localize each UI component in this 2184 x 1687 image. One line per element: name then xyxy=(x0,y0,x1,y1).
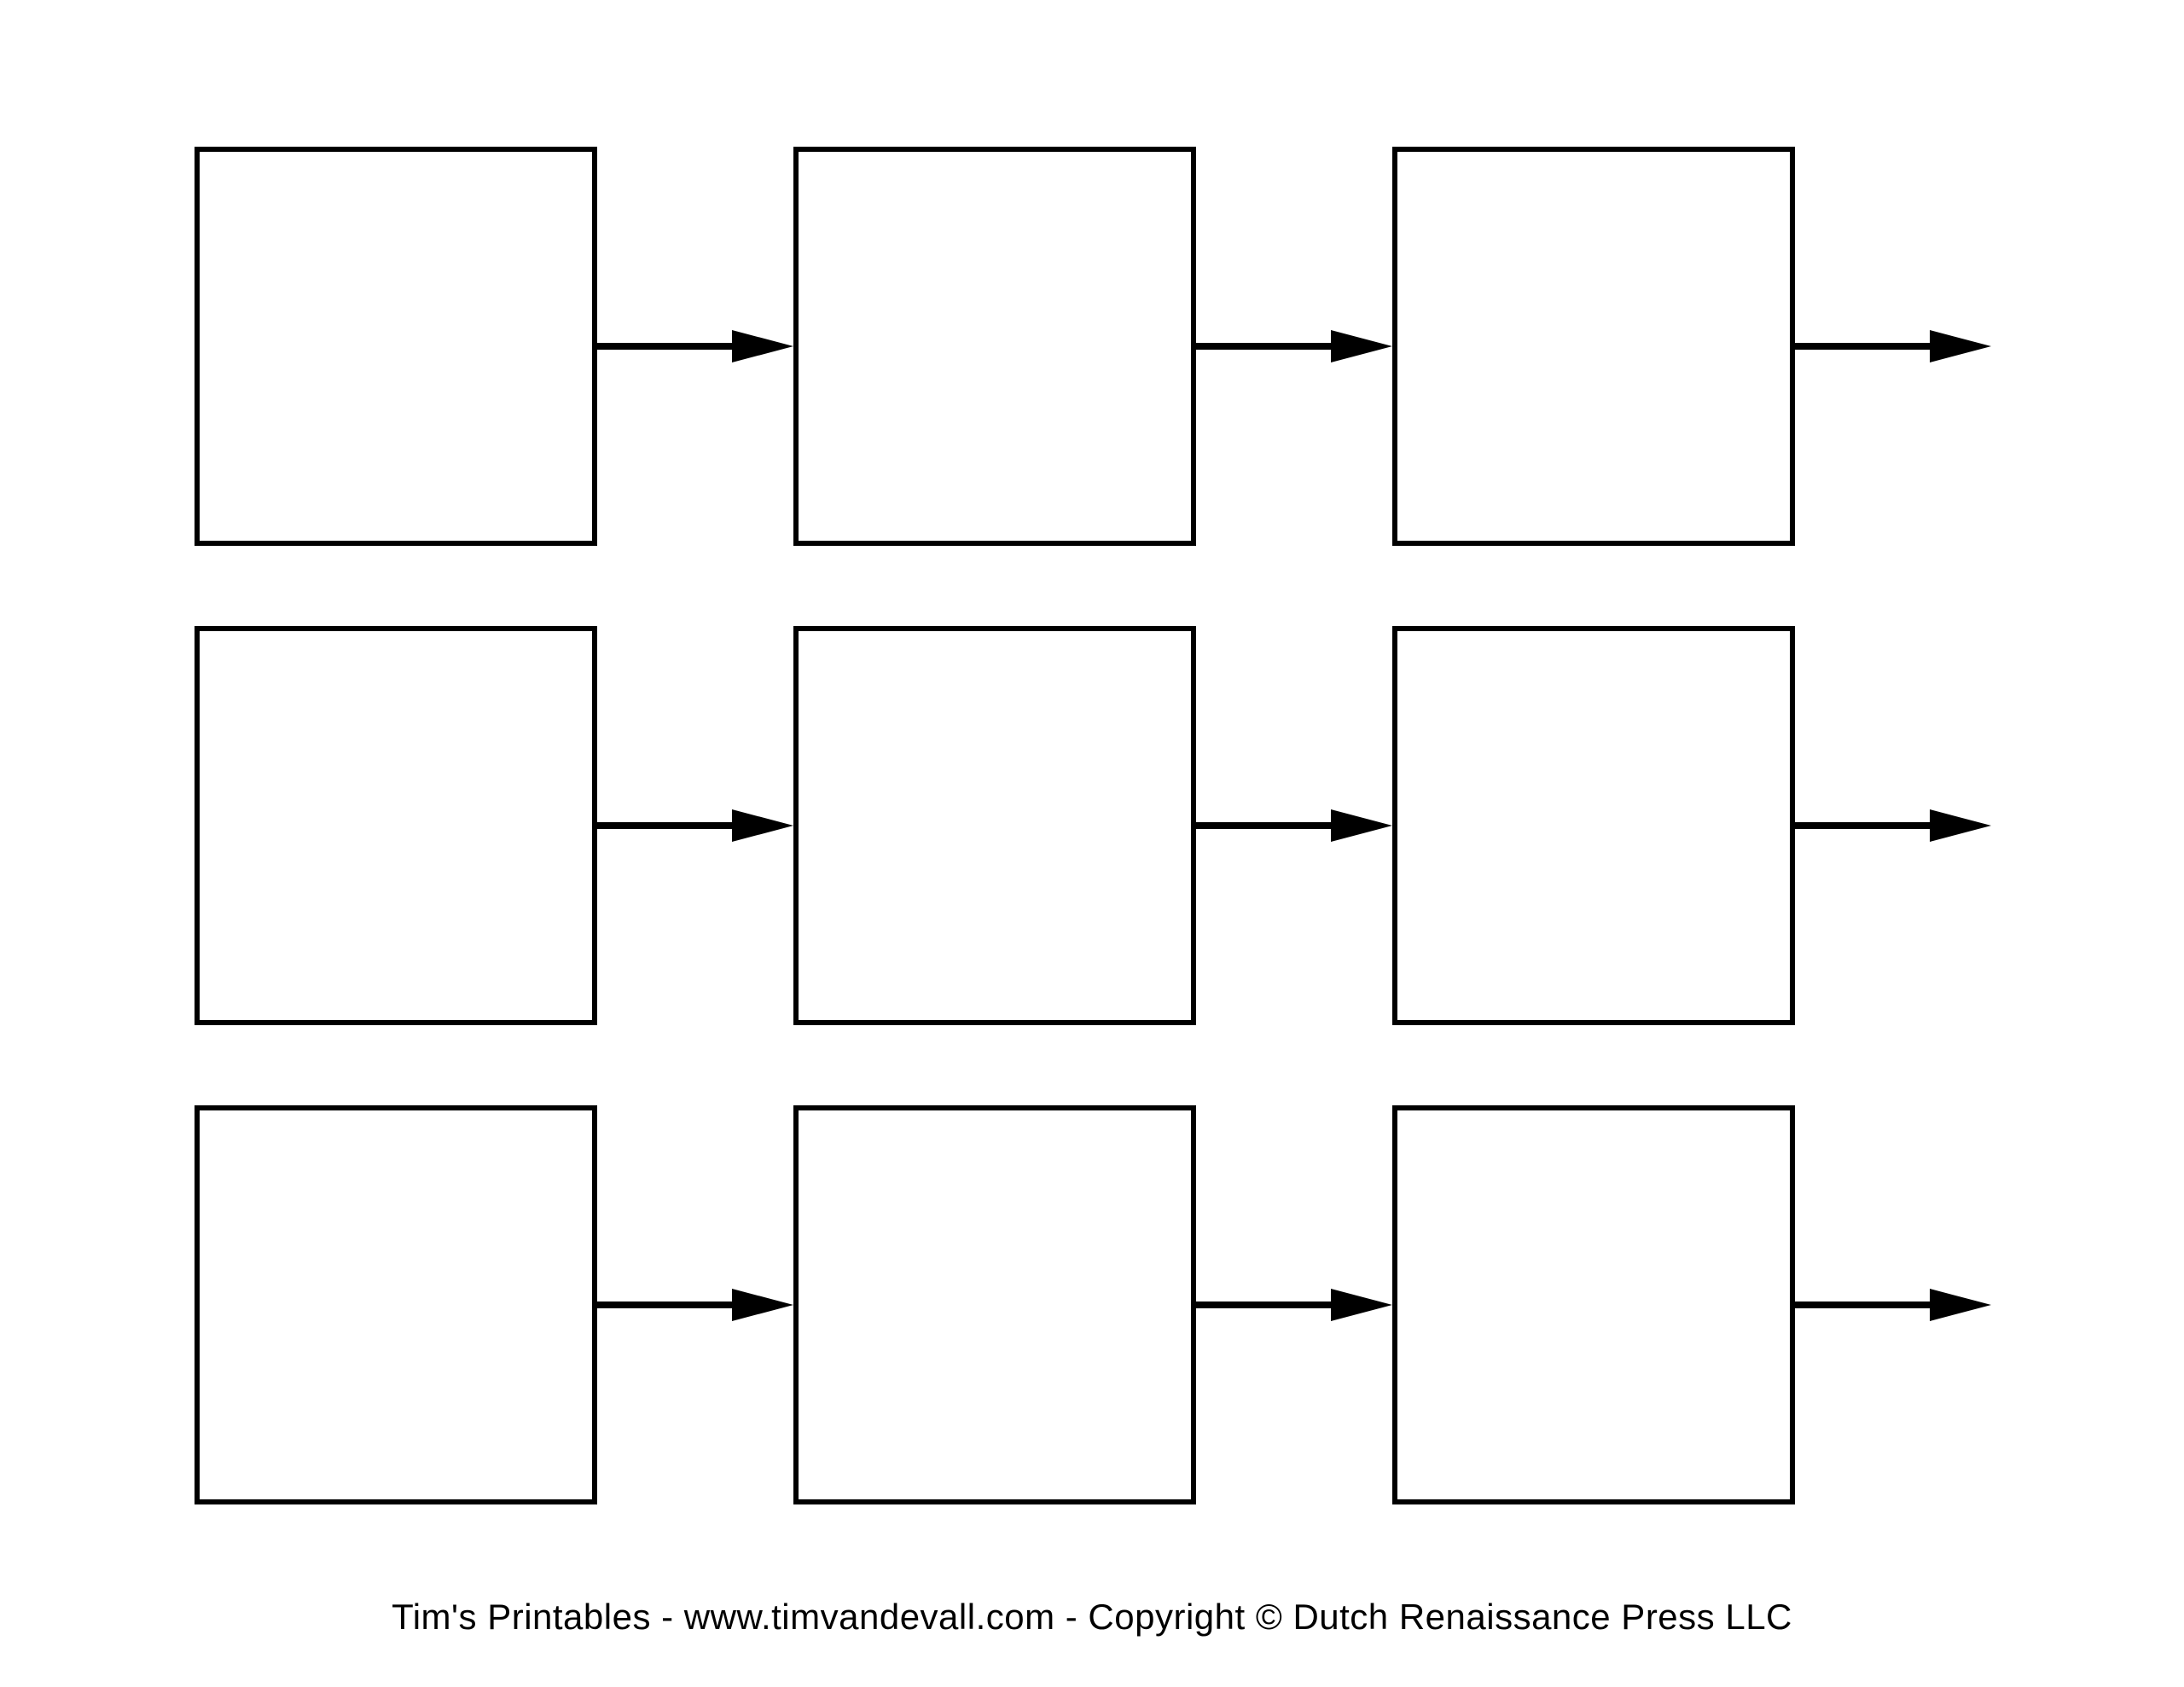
arrow-right-icon xyxy=(597,1105,793,1504)
arrow-head xyxy=(732,330,793,362)
arrow-right-icon xyxy=(597,147,793,546)
flowchart-grid xyxy=(195,147,1991,1504)
arrow-right-icon xyxy=(1196,147,1392,546)
arrow-right-icon xyxy=(1795,626,1991,1025)
arrow-right-icon xyxy=(1196,626,1392,1025)
arrow-shaft xyxy=(597,1301,735,1308)
flow-box xyxy=(195,626,597,1025)
flow-row xyxy=(195,1105,1991,1504)
flow-box xyxy=(195,1105,597,1504)
arrow-shaft xyxy=(597,343,735,350)
arrow-right-icon xyxy=(1795,147,1991,546)
arrow-shaft xyxy=(597,822,735,829)
arrow-shaft xyxy=(1196,343,1334,350)
flow-box xyxy=(793,626,1196,1025)
flow-box xyxy=(195,147,597,546)
arrow-right-icon xyxy=(597,626,793,1025)
flow-box xyxy=(793,147,1196,546)
footer-caption: Tim's Printables - www.timvandevall.com … xyxy=(392,1597,1792,1637)
arrow-shaft xyxy=(1795,822,1933,829)
flow-box xyxy=(1392,1105,1795,1504)
arrow-head xyxy=(1331,809,1392,842)
arrow-shaft xyxy=(1196,822,1334,829)
arrow-head xyxy=(732,809,793,842)
flow-row xyxy=(195,626,1991,1025)
arrow-shaft xyxy=(1795,343,1933,350)
arrow-head xyxy=(1331,1289,1392,1321)
flow-box xyxy=(793,1105,1196,1504)
arrow-head xyxy=(1930,330,1991,362)
arrow-shaft xyxy=(1795,1301,1933,1308)
arrow-head xyxy=(732,1289,793,1321)
flow-box xyxy=(1392,147,1795,546)
arrow-head xyxy=(1331,330,1392,362)
arrow-head xyxy=(1930,1289,1991,1321)
flow-row xyxy=(195,147,1991,546)
arrow-right-icon xyxy=(1196,1105,1392,1504)
arrow-right-icon xyxy=(1795,1105,1991,1504)
arrow-shaft xyxy=(1196,1301,1334,1308)
arrow-head xyxy=(1930,809,1991,842)
flow-box xyxy=(1392,626,1795,1025)
